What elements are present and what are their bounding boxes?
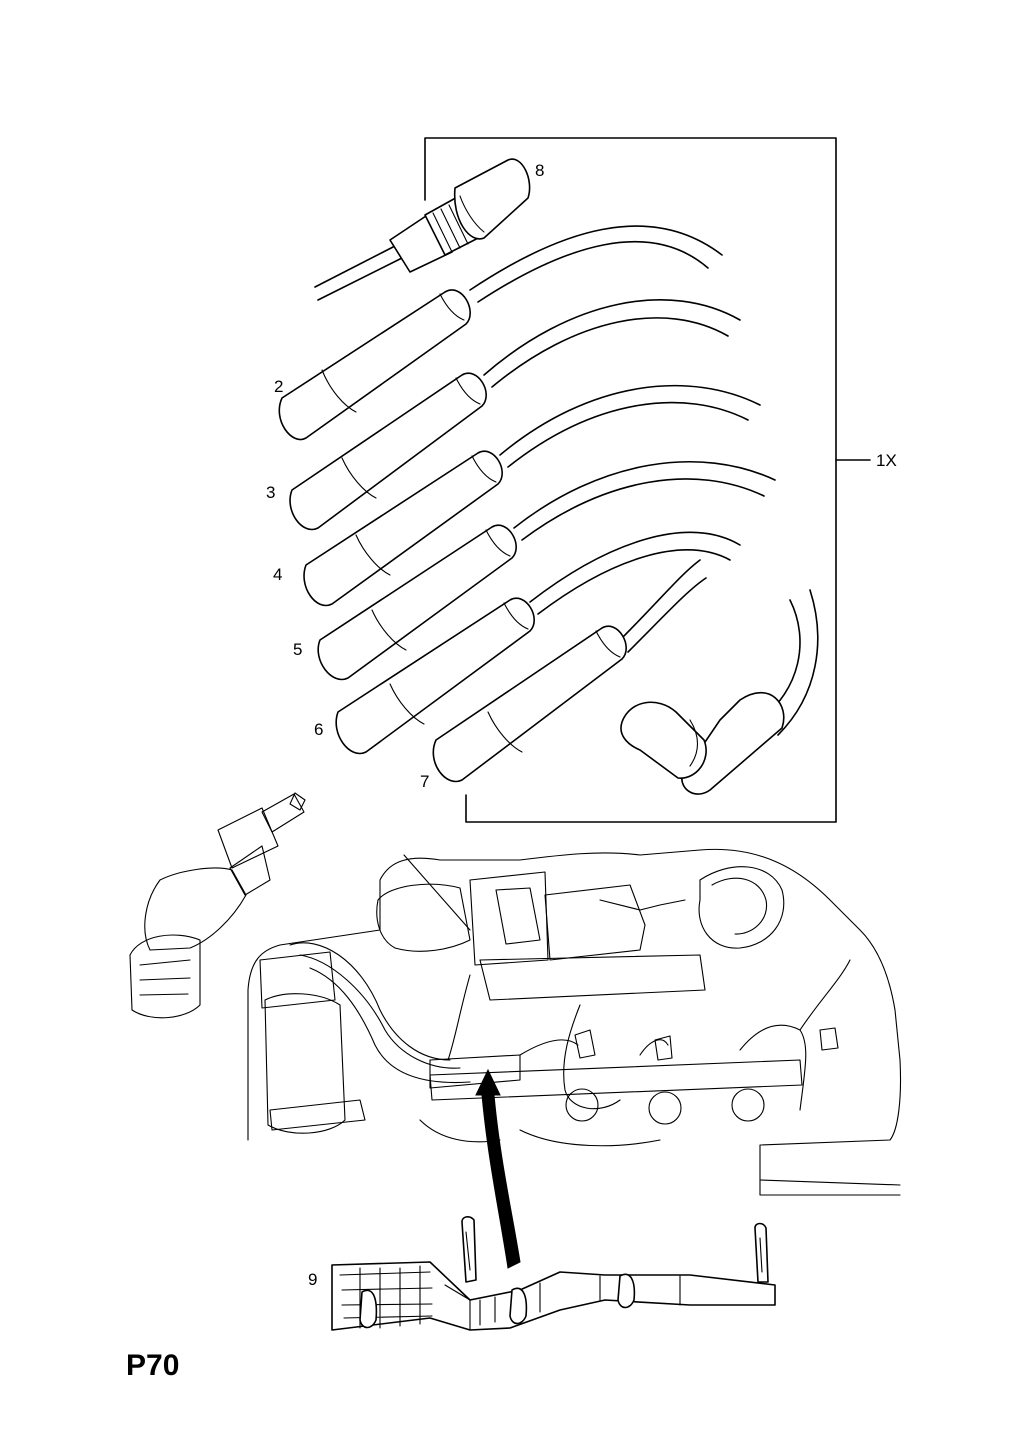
callout-7: 7 xyxy=(420,772,429,791)
callout-2: 2 xyxy=(274,377,283,396)
kit-bracket xyxy=(424,137,871,823)
spark-plug-lead-2 xyxy=(278,225,723,441)
spark-plug-lead-4 xyxy=(303,384,761,607)
callout-4: 4 xyxy=(273,565,282,584)
spark-plug-lead-6 xyxy=(335,531,741,755)
callout-8: 8 xyxy=(535,161,544,180)
page-reference: P70 xyxy=(126,1349,179,1382)
location-arrow xyxy=(475,1068,521,1269)
spark-plug-lead-5 xyxy=(317,460,776,681)
callout-labels: 8 2 3 4 5 6 7 1X 9 xyxy=(266,161,897,1289)
spark-plug-lead-3 xyxy=(289,299,741,531)
ignition-harness-9 xyxy=(331,1216,776,1331)
spark-plug-lead-7 xyxy=(432,559,819,795)
callout-5: 5 xyxy=(293,640,302,659)
coil-lead-8 xyxy=(314,158,531,301)
engine-assembly xyxy=(247,848,902,1196)
callout-6: 6 xyxy=(314,720,323,739)
ignition-coil-sketch xyxy=(129,792,306,1019)
callout-9: 9 xyxy=(308,1270,317,1289)
callout-3: 3 xyxy=(266,483,275,502)
callout-1x: 1X xyxy=(876,451,897,470)
